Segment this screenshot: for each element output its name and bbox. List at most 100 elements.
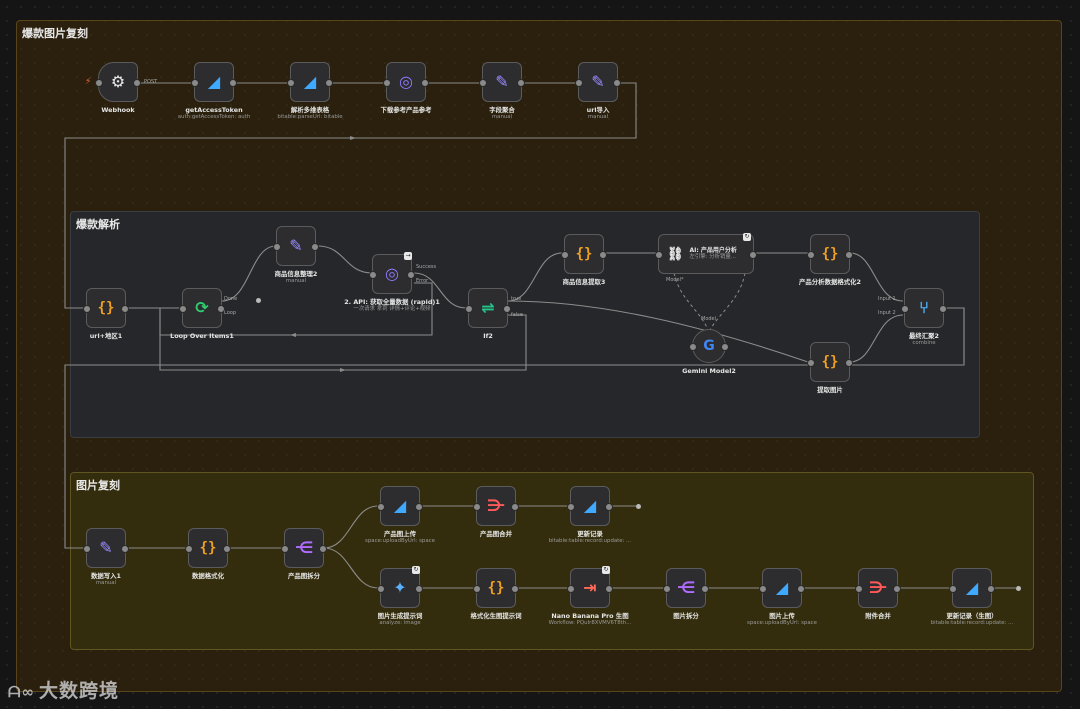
node-update-record[interactable]: ◢ xyxy=(567,486,613,526)
output-port[interactable] xyxy=(121,305,129,313)
node-url-region[interactable]: {} xyxy=(83,288,129,328)
input-port[interactable] xyxy=(369,271,377,279)
output-port[interactable] xyxy=(511,585,519,593)
input-port[interactable] xyxy=(759,585,767,593)
output-port[interactable] xyxy=(421,79,429,87)
lark-icon: ◢ xyxy=(207,72,221,91)
output-port[interactable] xyxy=(845,251,853,259)
node-image-merge[interactable]: ⋺ xyxy=(473,486,519,526)
node-download-ref[interactable]: ◎ xyxy=(383,62,429,102)
node-gemini-model[interactable]: G xyxy=(689,329,729,363)
output-port[interactable] xyxy=(121,545,129,553)
arrow-right-icon: → xyxy=(404,252,412,260)
input-port[interactable] xyxy=(655,251,663,259)
node-field-merge[interactable]: ✎ xyxy=(479,62,525,102)
output-port[interactable] xyxy=(229,79,237,87)
input-port[interactable] xyxy=(473,503,481,511)
output-port[interactable] xyxy=(613,79,621,87)
output-port[interactable] xyxy=(605,503,613,511)
node-update-record-gen[interactable]: ◢ xyxy=(949,568,995,608)
output-port[interactable] xyxy=(311,243,319,251)
input-port[interactable] xyxy=(561,251,569,259)
input-port[interactable] xyxy=(807,251,815,259)
input-port[interactable] xyxy=(83,545,91,553)
output-port[interactable] xyxy=(605,585,613,593)
node-pic-upload[interactable]: ◢ xyxy=(759,568,805,608)
output-port[interactable] xyxy=(319,545,327,553)
node-data-write[interactable]: ✎ xyxy=(83,528,129,568)
input-port[interactable] xyxy=(377,503,385,511)
node-attach-merge[interactable]: ⋺ xyxy=(855,568,901,608)
input-port[interactable] xyxy=(377,585,385,593)
output-port[interactable] xyxy=(749,251,757,259)
node-if2[interactable]: ⇌ xyxy=(465,288,511,328)
input-port[interactable] xyxy=(383,79,391,87)
output-port[interactable] xyxy=(845,359,853,367)
output-port[interactable] xyxy=(511,503,519,511)
node-pic-split[interactable]: ⋲ xyxy=(663,568,709,608)
node-extract-image[interactable]: {} xyxy=(807,342,853,382)
input-port[interactable] xyxy=(901,305,909,313)
output-port[interactable] xyxy=(599,251,607,259)
node-get-access-token[interactable]: ◢ xyxy=(191,62,237,102)
input-port[interactable] xyxy=(95,79,103,87)
node-format-prompt[interactable]: {} xyxy=(473,568,519,608)
node-api-fetch[interactable]: ◎ xyxy=(369,254,415,294)
input-port[interactable] xyxy=(575,79,583,87)
input-port[interactable] xyxy=(663,585,671,593)
input-port[interactable] xyxy=(273,243,281,251)
input-port[interactable] xyxy=(185,545,193,553)
output-port[interactable] xyxy=(517,79,525,87)
node-loop-over-items[interactable]: ⟳ xyxy=(179,288,225,328)
input-port[interactable] xyxy=(949,585,957,593)
input-port[interactable] xyxy=(179,305,187,313)
node-parse-table[interactable]: ◢ xyxy=(287,62,333,102)
node-goods-extract[interactable]: {} xyxy=(561,234,607,274)
node-image-split[interactable]: ⋲ xyxy=(281,528,327,568)
node-final-merge[interactable]: ⑂ xyxy=(901,288,947,328)
node-goods-info[interactable]: ✎ xyxy=(273,226,319,266)
node-nano-banana[interactable]: ⇥ xyxy=(567,568,613,608)
input-port[interactable] xyxy=(479,79,487,87)
output-port[interactable] xyxy=(987,585,995,593)
output-port[interactable] xyxy=(893,585,901,593)
output-port[interactable] xyxy=(415,585,423,593)
lark-icon: ◢ xyxy=(303,72,317,91)
output-port[interactable] xyxy=(133,79,141,87)
output-port[interactable] xyxy=(415,503,423,511)
input-port[interactable] xyxy=(83,305,91,313)
input-port[interactable] xyxy=(281,545,289,553)
output-port[interactable] xyxy=(939,305,947,313)
input-port[interactable] xyxy=(465,305,473,313)
output-port[interactable] xyxy=(721,343,729,351)
input-port[interactable] xyxy=(689,343,697,351)
input-port[interactable] xyxy=(287,79,295,87)
output-port[interactable] xyxy=(701,585,709,593)
node-data-format[interactable]: {} xyxy=(185,528,231,568)
node-image-upload[interactable]: ◢ xyxy=(377,486,423,526)
node-gen-prompt[interactable]: ✦ xyxy=(377,568,423,608)
input-port[interactable] xyxy=(567,503,575,511)
output-port[interactable] xyxy=(503,305,511,313)
node-label: 商品信息提取3 xyxy=(562,278,606,286)
output-port[interactable] xyxy=(797,585,805,593)
input-port[interactable] xyxy=(191,79,199,87)
add-node-dot[interactable] xyxy=(636,504,641,509)
input-port[interactable] xyxy=(567,585,575,593)
node-ai-analysis[interactable]: ⛓ AI: 产品用户分析左引擎: 分析销量... xyxy=(655,234,757,274)
group-copy[interactable] xyxy=(70,472,1034,650)
add-node-dot[interactable] xyxy=(256,298,261,303)
output-port[interactable] xyxy=(223,545,231,553)
node-format-analysis[interactable]: {} xyxy=(807,234,853,274)
input-port[interactable] xyxy=(473,585,481,593)
add-node-dot[interactable] xyxy=(1016,586,1021,591)
wire-label-post: POST xyxy=(144,79,158,85)
output-port[interactable] xyxy=(407,271,415,279)
input-port[interactable] xyxy=(855,585,863,593)
output-port[interactable] xyxy=(217,305,225,313)
node-webhook[interactable]: ⚙ xyxy=(95,62,141,102)
input-port[interactable] xyxy=(807,359,815,367)
output-port[interactable] xyxy=(325,79,333,87)
node-url-import[interactable]: ✎ xyxy=(575,62,621,102)
